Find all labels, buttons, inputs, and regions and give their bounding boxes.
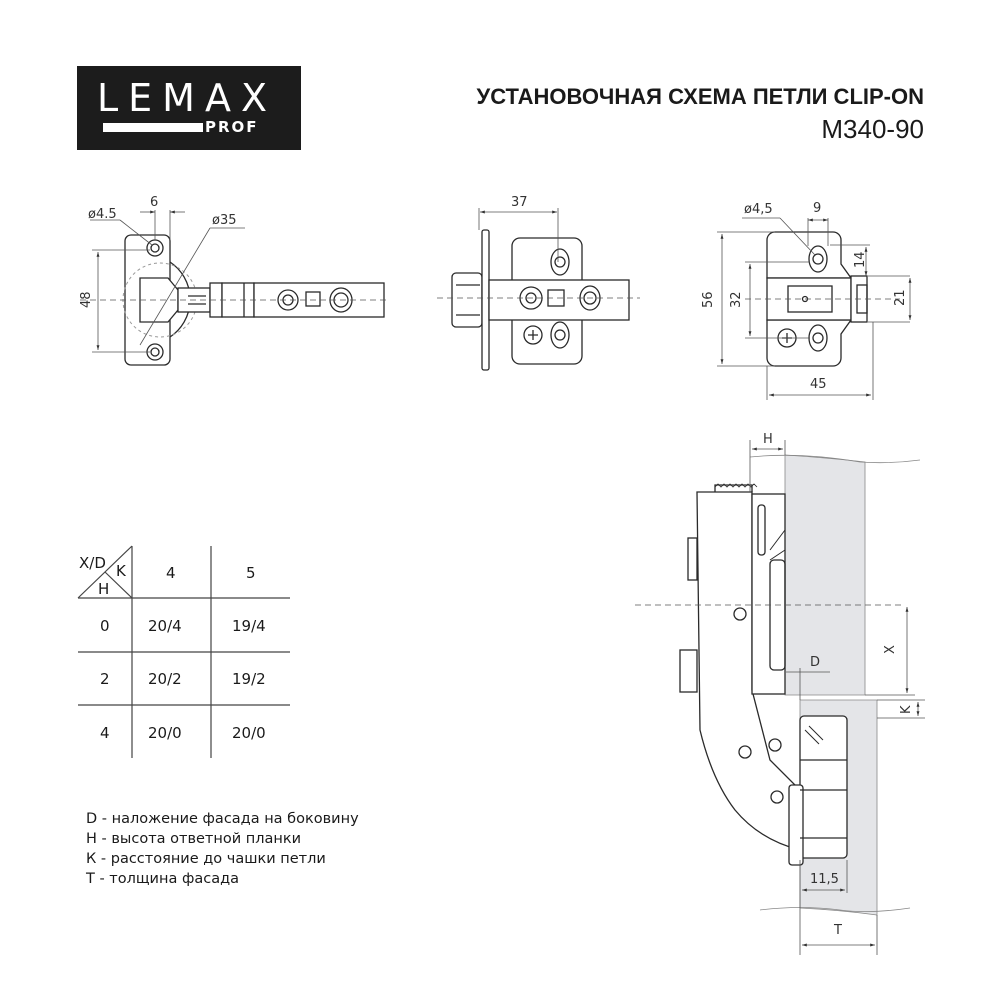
- side-view-hinge: [451, 229, 630, 371]
- top-view-dimensions: [80, 210, 390, 353]
- label-cup-depth: 11,5: [810, 872, 839, 887]
- dim-cup-diameter: ø35: [212, 213, 237, 228]
- dim-top-to-hole: 14: [853, 251, 868, 268]
- table-col-header: 5: [246, 564, 256, 582]
- label-T: T: [833, 923, 842, 938]
- table-cell: 20/0: [148, 724, 182, 742]
- table-cell: 19/2: [232, 670, 266, 688]
- table-cell: 20/2: [148, 670, 182, 688]
- table-corner-h: H: [98, 580, 109, 598]
- label-H: H: [763, 432, 773, 447]
- page-title: УСТАНОВОЧНАЯ СХЕМА ПЕТЛИ CLIP-ON: [476, 84, 924, 109]
- legend: D - наложение фасада на боковину H - выс…: [86, 809, 359, 889]
- dim-offset: 6: [150, 195, 158, 210]
- table-corner-k: K: [116, 562, 127, 580]
- label-K: K: [899, 705, 914, 714]
- table-row-h: 0: [100, 617, 110, 635]
- dim-hole-diameter: ø4.5: [88, 207, 117, 222]
- model-number: M340-90: [821, 114, 924, 144]
- legend-item-t: Т - толщина фасада: [86, 871, 240, 887]
- dim-plate-hole-diameter: ø4,5: [744, 202, 773, 217]
- dim-plate-width: 45: [810, 377, 827, 392]
- legend-item-k: К - расстояние до чашки петли: [86, 851, 326, 867]
- legend-item-d: D - наложение фасада на боковину: [86, 811, 359, 827]
- dim-plate-height: 56: [701, 291, 716, 308]
- dim-depth: 37: [511, 195, 528, 210]
- section-view-dimensions: [635, 440, 925, 955]
- logo-brand-text: LEMAX: [97, 76, 277, 120]
- table-cell: 20/0: [232, 724, 266, 742]
- label-X: X: [883, 645, 898, 654]
- plate-view-hinge: [766, 231, 868, 367]
- table-corner-xd: X/D: [79, 554, 106, 572]
- table-row-h: 4: [100, 724, 110, 742]
- table-cell: 19/4: [232, 617, 266, 635]
- logo-bar: [103, 123, 203, 132]
- label-D: D: [810, 655, 820, 670]
- side-view-dimensions: [437, 208, 640, 299]
- cabinet-side-panel: [749, 454, 921, 696]
- section-view-hinge: [679, 483, 848, 866]
- logo-sub-text: PROF: [205, 118, 259, 136]
- dim-arm-width: 21: [893, 289, 908, 306]
- table-row-h: 2: [100, 670, 110, 688]
- dim-plate-hole-spacing: 32: [729, 291, 744, 308]
- dim-hole-spacing: 48: [79, 291, 94, 308]
- plate-view-dimensions: [717, 217, 912, 400]
- brand-logo: LEMAX PROF: [77, 66, 301, 150]
- table-col-header: 4: [166, 564, 176, 582]
- table-cell: 20/4: [148, 617, 182, 635]
- overlay-table: [77, 545, 290, 758]
- legend-item-h: H - высота ответной планки: [86, 831, 302, 847]
- dim-hole-offset: 9: [813, 201, 821, 216]
